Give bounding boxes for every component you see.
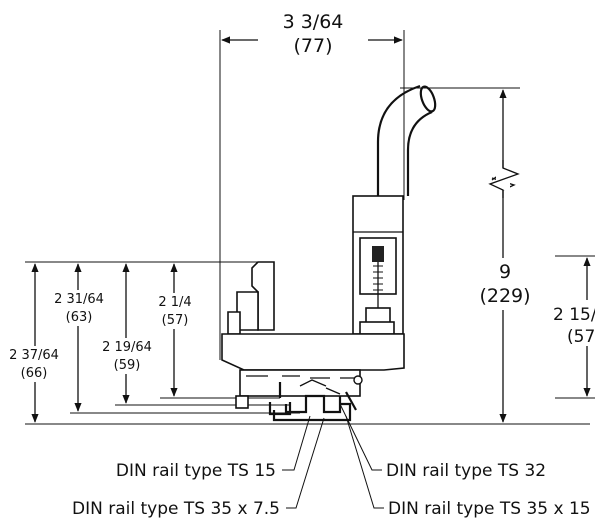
callout-ts35x7-5: DIN rail type TS 35 x 7.5: [72, 499, 280, 519]
total-height-metric: (229): [479, 285, 530, 307]
dimension-labels: 3 3/64 (77) 9 (229) 2 37/64 (66) 2 31/64…: [2, 10, 595, 382]
total-height-imperial: 9: [499, 261, 511, 283]
height-ts35x15-metric: (66): [21, 366, 48, 381]
callout-labels: DIN rail type TS 15 DIN rail type TS 32 …: [72, 461, 591, 519]
device-outline: [221, 84, 437, 409]
height-ts35x7-5-metric: (63): [66, 310, 93, 325]
height-ts15-imperial: 2 1/4: [158, 295, 191, 310]
top-width-metric: (77): [293, 35, 332, 57]
leader-lines: [282, 403, 384, 509]
extension-lines: [25, 30, 595, 425]
height-ts35x7-5-imperial: 2 31/64: [54, 292, 104, 307]
callout-ts32: DIN rail type TS 32: [386, 461, 546, 481]
height-ts15-metric: (57): [162, 313, 189, 328]
height-ts32-imperial: 2 19/64: [102, 340, 152, 355]
right-height-imperial: 2 15/: [553, 305, 595, 325]
callout-ts35x15: DIN rail type TS 35 x 15: [388, 499, 591, 519]
top-width-imperial: 3 3/64: [283, 11, 344, 33]
height-ts35x15-imperial: 2 37/64: [9, 348, 59, 363]
right-height-metric: (57: [567, 327, 595, 347]
din-rails: [268, 375, 363, 422]
callout-ts15: DIN rail type TS 15: [116, 461, 276, 481]
height-ts32-metric: (59): [114, 358, 141, 373]
